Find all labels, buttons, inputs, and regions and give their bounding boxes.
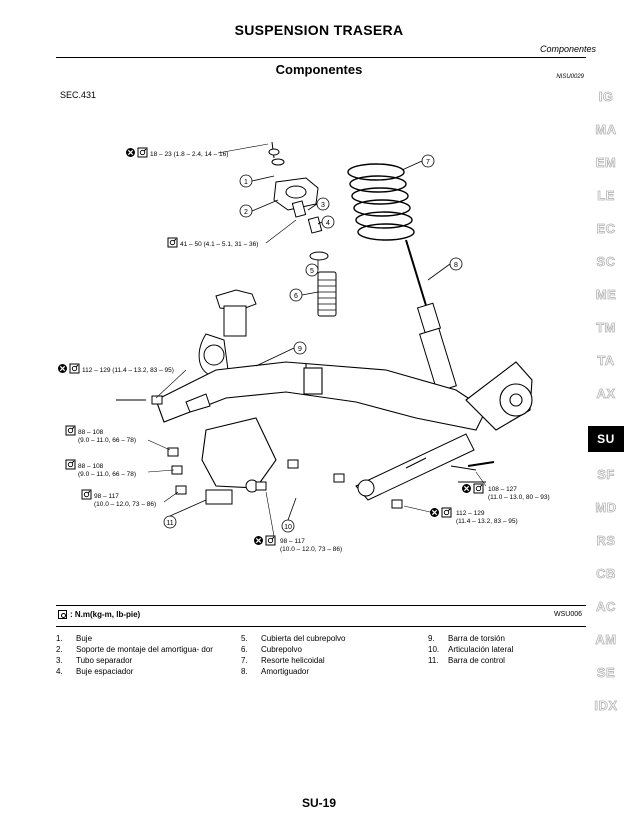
tab-se[interactable]: SE <box>596 665 616 681</box>
torque-wrench-icon <box>58 610 67 619</box>
list-item: 2.Soporte de montaje del amortigua- dor <box>56 645 213 654</box>
lateral-link <box>355 433 475 501</box>
list-item: 4.Buje espaciador <box>56 667 134 676</box>
list-item: 11.Barra de control <box>428 656 505 665</box>
header-rule <box>56 57 586 58</box>
tab-rs[interactable]: RS <box>596 533 616 549</box>
list-item: 9.Barra de torsión <box>428 634 505 643</box>
header-subtitle: Componentes <box>539 44 596 54</box>
legend-rule <box>56 626 586 627</box>
figure-rule <box>56 605 586 606</box>
torque-6b: (10.0 – 12.0, 73 – 86) <box>94 501 156 508</box>
section-title: Componentes <box>275 62 363 77</box>
torque-4b: (9.0 – 11.0, 66 – 78) <box>78 437 136 444</box>
callout-8: 8 <box>454 262 458 269</box>
callout-9: 9 <box>298 346 302 353</box>
torque-7a: 108 – 127 <box>488 486 517 493</box>
coil-spring <box>347 163 415 241</box>
tab-am[interactable]: AM <box>595 632 617 648</box>
tab-idx[interactable]: IDX <box>594 698 618 714</box>
tab-su[interactable]: SU <box>588 426 624 452</box>
torque-8a: 112 – 129 <box>456 510 485 517</box>
legend: : N.m(kg-m, lb-pie) <box>58 610 140 619</box>
list-item: 7.Resorte helicoidal <box>241 656 325 665</box>
bolts <box>151 395 495 509</box>
torque-9a: 98 – 117 <box>280 538 305 545</box>
torque-5b: (9.0 – 11.0, 66 – 78) <box>78 471 136 478</box>
tab-sc[interactable]: SC <box>596 254 616 270</box>
tab-ec[interactable]: EC <box>596 221 616 237</box>
callout-6: 6 <box>294 293 298 300</box>
control-rod <box>116 393 486 505</box>
torque-7b: (11.0 – 13.0, 80 – 93) <box>488 494 550 501</box>
parts-column-2: 5.Cubierta del cubrepolvo 6.Cubrepolvo 7… <box>241 633 411 677</box>
torque-2: 41 – 50 (4.1 – 5.1, 31 – 36) <box>180 241 258 248</box>
callout-1: 1 <box>244 179 248 186</box>
tab-ig[interactable]: IG <box>598 89 614 105</box>
shock-absorber <box>405 239 457 403</box>
callouts <box>163 154 463 533</box>
list-item: 6.Cubrepolvo <box>241 645 302 654</box>
sec-number: SEC.431 <box>60 90 97 100</box>
list-item: 8.Amortiguador <box>241 667 310 676</box>
tab-me[interactable]: ME <box>595 287 617 303</box>
parts-column-1: 1.Buje 2.Soporte de montaje del amortigu… <box>56 633 226 677</box>
suspension-diagram: 1 2 3 4 5 6 7 8 9 10 11 18 – 23 (1.8 – 2… <box>57 141 550 553</box>
callout-5: 5 <box>310 268 314 275</box>
tab-cb[interactable]: CB <box>596 566 616 582</box>
callout-7: 7 <box>426 159 430 166</box>
torsion-beam <box>155 361 533 489</box>
torque-4a: 88 – 108 <box>78 429 104 436</box>
tab-ax[interactable]: AX <box>596 386 616 402</box>
page-title: SUSPENSION TRASERA <box>234 22 404 38</box>
left-strut-assembly <box>198 289 257 377</box>
list-item: 3.Tubo separador <box>56 656 133 665</box>
top-mount <box>268 141 337 317</box>
tab-em[interactable]: EM <box>595 155 617 171</box>
page-number: SU-19 <box>301 796 336 810</box>
section-code: NISU0029 <box>556 74 584 80</box>
legend-text: : N.m(kg-m, lb-pie) <box>70 610 141 619</box>
tab-tm[interactable]: TM <box>596 320 616 336</box>
callout-11: 11 <box>166 520 173 527</box>
torque-8b: (11.4 – 13.2, 83 – 95) <box>456 518 518 525</box>
torque-1: 18 – 23 (1.8 – 2.4, 14 – 16) <box>150 151 228 158</box>
tab-le[interactable]: LE <box>597 188 615 204</box>
parts-column-3: 9.Barra de torsión 10.Articulación later… <box>428 633 598 666</box>
torque-3: 112 – 129 (11.4 – 13.2, 83 – 95) <box>82 367 174 374</box>
tab-ac[interactable]: AC <box>596 599 616 615</box>
callout-4: 4 <box>326 220 330 227</box>
torque-6a: 98 – 117 <box>94 493 119 500</box>
callout-10: 10 <box>284 524 292 531</box>
list-item: 10.Articulación lateral <box>428 645 514 654</box>
tab-sf[interactable]: SF <box>597 467 615 483</box>
torque-9b: (10.0 – 12.0, 73 – 86) <box>280 546 342 553</box>
callout-2: 2 <box>244 209 248 216</box>
tab-ta[interactable]: TA <box>597 353 615 369</box>
callout-3: 3 <box>321 202 325 209</box>
list-item: 1.Buje <box>56 634 93 643</box>
figure-code: WSU006 <box>553 611 582 618</box>
tab-md[interactable]: MD <box>595 500 617 516</box>
tab-ma[interactable]: MA <box>595 122 617 138</box>
list-item: 5.Cubierta del cubrepolvo <box>241 634 346 643</box>
torque-5a: 88 – 108 <box>78 463 104 470</box>
